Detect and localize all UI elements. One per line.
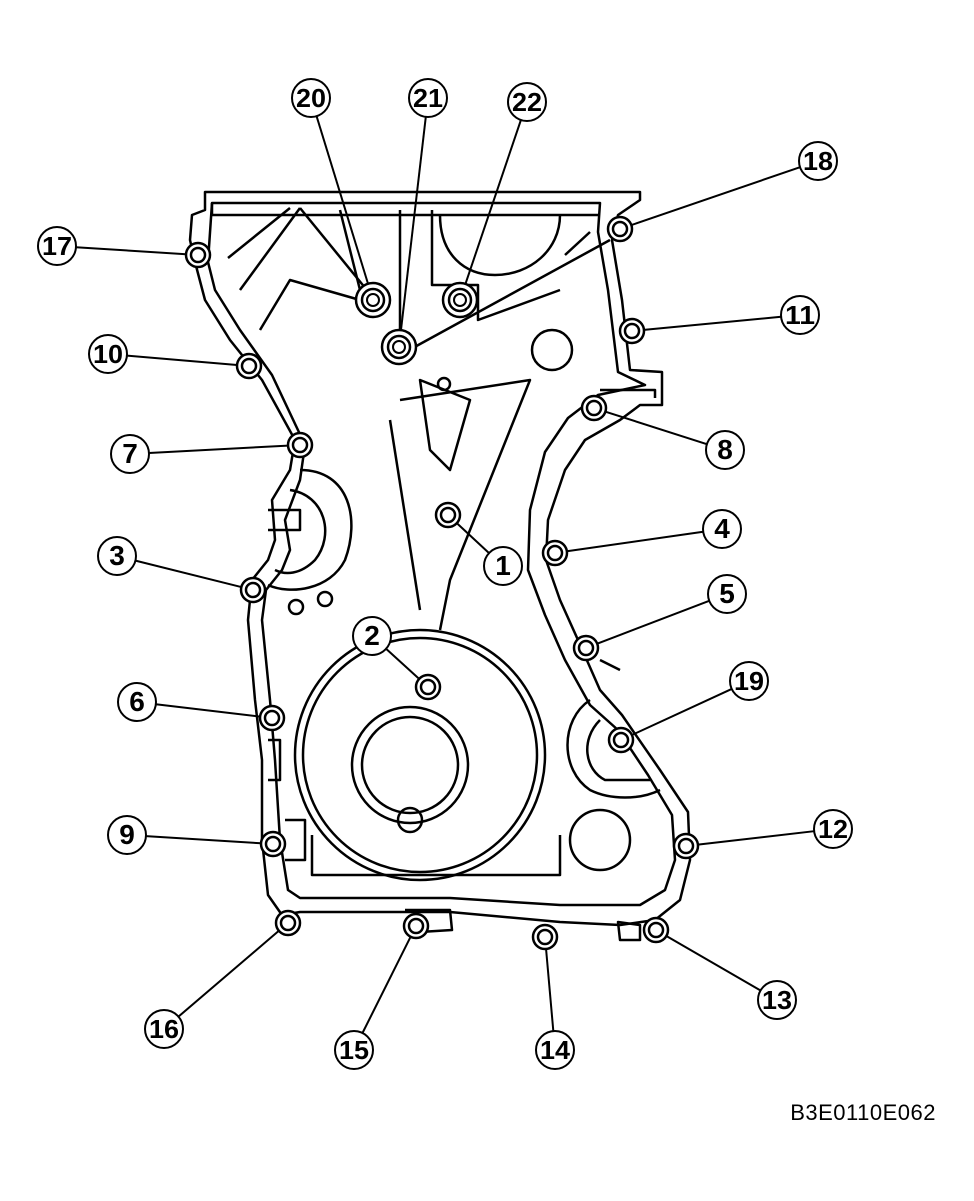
callout-number: 15 [339,1035,369,1065]
leader-line-6 [155,703,261,718]
callout-number: 2 [364,620,380,651]
callout-5: 5 [707,574,747,614]
leader-lines [75,115,815,1034]
timing-chain-cover-outline [188,190,692,942]
callout-2: 2 [352,616,392,656]
bolt-head-10 [235,352,263,380]
leader-line-4 [566,530,704,553]
callout-20: 20 [291,78,331,118]
leader-line-8 [605,410,708,446]
callout-number: 21 [413,83,443,113]
bolt-head-20 [354,281,392,319]
callout-21: 21 [408,78,448,118]
bolt-head-2 [414,673,442,701]
callout-number: 14 [540,1035,571,1065]
callout-11: 11 [780,295,820,335]
bolt-head-11 [618,317,646,345]
callout-number: 18 [803,146,833,176]
bolt-head-1 [434,501,462,529]
bolt-heads [184,215,700,951]
callout-number: 11 [785,300,815,330]
bolt-head-17 [184,241,212,269]
bolt-head-9 [259,830,287,858]
callout-number: 5 [719,578,735,609]
callout-number: 17 [42,231,72,261]
bolt-head-15 [402,912,430,940]
callout-9: 9 [107,815,147,855]
leader-line-9 [145,835,262,845]
bolt-head-8 [580,394,608,422]
bolt-head-14 [531,923,559,951]
leader-line-22 [464,119,522,285]
leader-line-14 [545,948,555,1032]
bolt-head-18 [606,215,634,243]
leader-line-18 [631,166,801,227]
bolt-head-21 [380,328,418,366]
leader-line-12 [697,830,815,846]
leader-line-7 [148,444,289,454]
callout-number: 4 [714,513,730,544]
callout-19: 19 [729,661,769,701]
callout-number: 13 [762,985,792,1015]
callout-16: 16 [144,1009,184,1049]
callout-number: 20 [296,83,326,113]
leader-line-19 [631,688,733,736]
bolt-head-3 [239,576,267,604]
leader-line-11 [643,315,782,331]
bolt-head-4 [541,539,569,567]
callout-number: 7 [122,438,138,469]
callout-22: 22 [507,82,547,122]
leader-line-20 [315,115,369,285]
bolt-head-12 [672,832,700,860]
leader-line-2 [385,648,420,680]
callout-6: 6 [117,682,157,722]
callout-13: 13 [757,980,797,1020]
leader-line-17 [75,246,187,256]
leader-line-1 [456,522,490,554]
leader-line-3 [135,559,242,589]
callout-number: 3 [109,540,125,571]
callout-1: 1 [483,546,523,586]
leader-line-13 [665,935,762,992]
callout-14: 14 [535,1030,575,1070]
bolt-head-19 [607,726,635,754]
leader-line-21 [399,116,427,331]
callout-17: 17 [37,226,77,266]
callout-number: 9 [119,819,135,850]
callout-10: 10 [88,334,128,374]
callout-number: 19 [734,666,764,696]
bolt-head-13 [642,916,670,944]
leader-line-10 [126,354,238,366]
callout-12: 12 [813,809,853,849]
leader-line-5 [596,599,710,645]
callout-8: 8 [705,430,745,470]
callout-number: 1 [495,550,511,581]
callout-7: 7 [110,434,150,474]
leader-line-16 [177,930,280,1018]
figure-reference-code: B3E0110E062 [790,1100,936,1125]
callout-number: 12 [818,814,848,844]
bolt-head-5 [572,634,600,662]
bolt-head-6 [258,704,286,732]
bolt-head-22 [441,281,479,319]
callout-15: 15 [334,1030,374,1070]
callout-number: 22 [512,87,542,117]
leader-line-15 [361,936,412,1034]
callout-number: 16 [149,1014,179,1044]
callout-3: 3 [97,536,137,576]
callout-number: 6 [129,686,145,717]
callout-number: 8 [717,434,733,465]
bolt-head-16 [274,909,302,937]
callout-number: 10 [93,339,123,369]
callout-4: 4 [702,509,742,549]
bolt-head-7 [286,431,314,459]
callout-18: 18 [798,141,838,181]
